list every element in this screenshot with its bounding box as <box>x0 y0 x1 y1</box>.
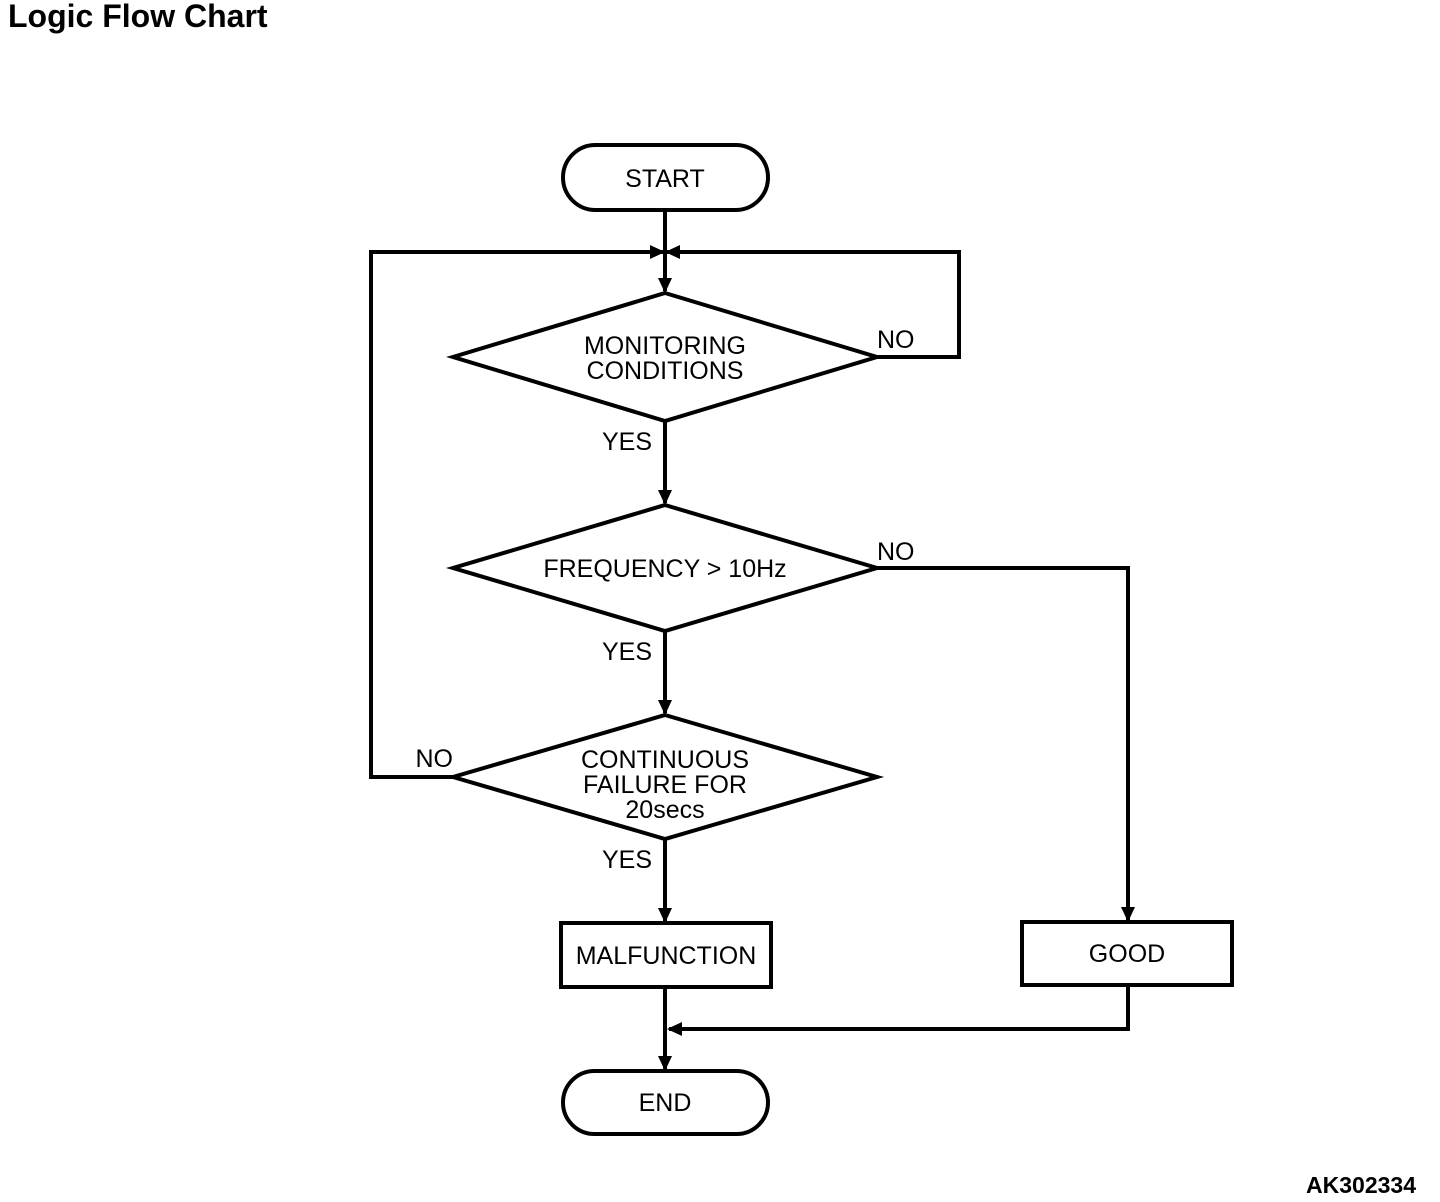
figure-code: AK302334 <box>1306 1172 1416 1198</box>
frequency-yes-label: YES <box>602 638 652 666</box>
good-node <box>1020 920 1234 987</box>
malfunction-node-label: MALFUNCTION <box>576 942 757 970</box>
start-node-label: START <box>625 165 705 193</box>
frequency-decision <box>445 502 885 634</box>
monitoring-yes-label: YES <box>602 428 652 456</box>
end-node-label: END <box>639 1089 692 1117</box>
arrowhead-into-frequency <box>658 490 672 505</box>
edge-frequency-no <box>877 566 1130 920</box>
continuous-failure-decision <box>445 712 885 842</box>
monitoring-label-line1: MONITORING <box>584 332 746 360</box>
continuous-no-label: NO <box>416 745 454 773</box>
edge-continuous-no-loop <box>369 250 665 779</box>
continuous-label-line2: FAILURE FOR <box>583 771 747 799</box>
monitoring-conditions-decision <box>446 290 884 424</box>
continuous-yes-label: YES <box>602 846 652 874</box>
continuous-label-line1: CONTINUOUS <box>581 746 749 774</box>
frequency-no-label: NO <box>877 538 915 566</box>
start-node <box>561 143 770 212</box>
monitoring-no-label: NO <box>877 326 915 354</box>
end-node <box>561 1069 770 1136</box>
arrowhead-merge-from-right <box>665 245 680 259</box>
good-node-label: GOOD <box>1089 940 1165 968</box>
malfunction-node <box>559 921 773 989</box>
arrowhead-into-monitoring <box>658 278 672 293</box>
edge-good-to-merge <box>669 985 1130 1031</box>
arrowhead-merge-from-left <box>650 245 665 259</box>
continuous-label-line3: 20secs <box>625 796 704 824</box>
arrowhead-into-continuous <box>658 700 672 715</box>
arrowhead-into-malfunction <box>658 908 672 923</box>
frequency-label: FREQUENCY > 10Hz <box>543 555 786 583</box>
page-title: Logic Flow Chart <box>8 0 268 34</box>
edge-monitoring-no-loop <box>665 250 961 359</box>
arrowhead-good-merge-left <box>667 1022 682 1036</box>
arrowhead-into-end <box>658 1056 672 1071</box>
arrowhead-into-good <box>1121 907 1135 922</box>
monitoring-label-line2: CONDITIONS <box>587 357 744 385</box>
